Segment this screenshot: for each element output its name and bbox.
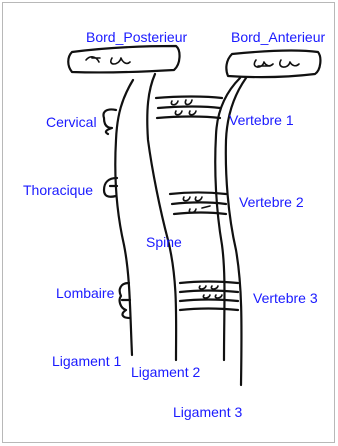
label-thoracique: Thoracique — [23, 182, 93, 198]
ligament-1-line — [115, 80, 133, 355]
label-ligament-3: Ligament 3 — [173, 404, 242, 420]
cervical-process — [104, 109, 117, 134]
bord-posterieur-cap — [68, 46, 179, 72]
label-bord-anterieur: Bord_Anterieur — [231, 29, 325, 45]
label-vertebre-2: Vertebre 2 — [239, 194, 304, 210]
label-cervical: Cervical — [46, 114, 97, 130]
vertebre-1-disc — [156, 97, 222, 119]
vertebre-3-disc — [180, 282, 238, 311]
label-vertebre-3: Vertebre 3 — [253, 290, 318, 306]
label-ligament-2: Ligament 2 — [131, 364, 200, 380]
label-vertebre-1: Vertebre 1 — [229, 112, 294, 128]
label-bord-posterieur: Bord_Posterieur — [86, 29, 187, 45]
label-spine: Spine — [146, 234, 182, 250]
label-ligament-1: Ligament 1 — [52, 353, 121, 369]
label-lombaire: Lombaire — [56, 285, 114, 301]
bord-anterieur-cap — [226, 51, 320, 78]
